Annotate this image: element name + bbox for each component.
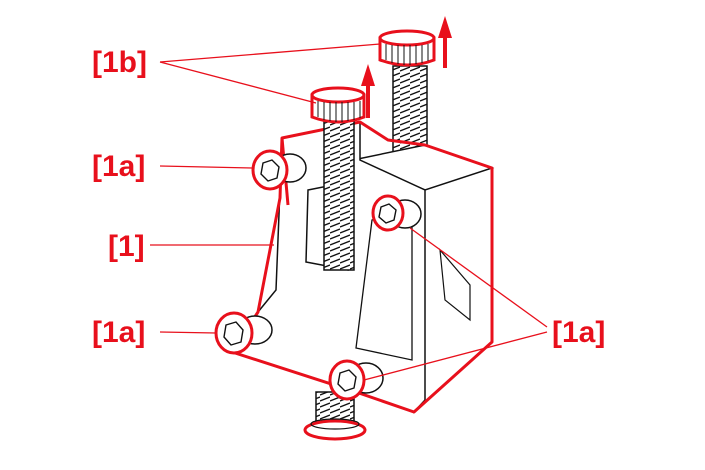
label-screw-top-left: [1a] (92, 150, 145, 183)
up-arrow-icon (438, 16, 452, 68)
screw-right-lower (328, 359, 384, 401)
label-part: [1] (108, 230, 145, 263)
label-bolt: [1b] (92, 46, 147, 79)
label-screws-right: [1a] (552, 316, 605, 349)
leader-lines (150, 43, 548, 381)
screw-bottom-left (214, 311, 273, 355)
bottom-bolt (303, 391, 367, 441)
screw-top-left (251, 149, 307, 191)
front-bolt (310, 86, 366, 271)
label-screw-bottom-left: [1a] (92, 316, 145, 349)
screw-right-upper (371, 194, 422, 232)
up-arrow-icon (361, 64, 375, 118)
